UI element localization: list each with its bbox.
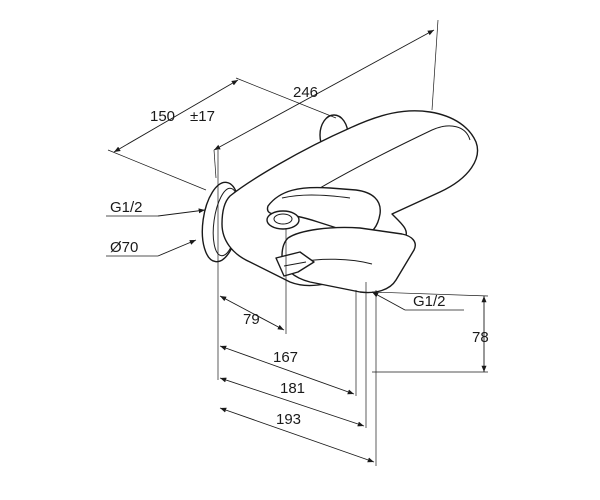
dim-label-78: 78	[472, 329, 489, 346]
faucet-body	[201, 110, 479, 294]
ext-line-246-left	[213, 149, 217, 179]
ext-line-246-right	[431, 19, 439, 111]
ext-line-78-top	[371, 291, 489, 297]
ext-line-150-right	[235, 77, 337, 119]
lever-highlight	[281, 194, 351, 199]
dim-label-79: 79	[243, 311, 260, 328]
dim-overall-length: 246	[213, 19, 439, 179]
dim-label-tolerance: ±17	[190, 108, 215, 125]
ext-line-150-left	[107, 149, 207, 191]
lever-knob-inner	[273, 213, 293, 225]
leader-inlet	[157, 208, 206, 217]
dim-label-246: 246	[293, 84, 318, 101]
dim-label-181: 181	[280, 380, 305, 397]
leader-diameter	[157, 239, 197, 257]
callout-outlet-thread: G1/2	[371, 291, 464, 311]
inlet-thread-label: G1/2	[110, 199, 143, 216]
dim-wall-offset: 150 ±17	[107, 77, 337, 191]
dim-label-167: 167	[273, 349, 298, 366]
dim-79: 79	[219, 295, 285, 331]
dim-label-193: 193	[276, 411, 301, 428]
dim-outlet-height: 78	[371, 291, 489, 373]
dim-193: 193	[219, 407, 375, 463]
callout-rosette-diameter: Ø70	[106, 239, 197, 257]
dim-label-150: 150	[150, 108, 175, 125]
rosette-diameter-label: Ø70	[110, 239, 138, 256]
diverter-line	[283, 261, 307, 267]
outlet-thread-label: G1/2	[413, 293, 446, 310]
dim-line-79	[219, 295, 285, 331]
leader-outlet	[371, 291, 406, 311]
dim-line-150	[113, 79, 239, 153]
callout-inlet-thread: G1/2	[106, 199, 206, 217]
dim-line-193	[219, 407, 375, 463]
dim-line-246	[213, 29, 435, 151]
lever-knob	[266, 210, 300, 230]
